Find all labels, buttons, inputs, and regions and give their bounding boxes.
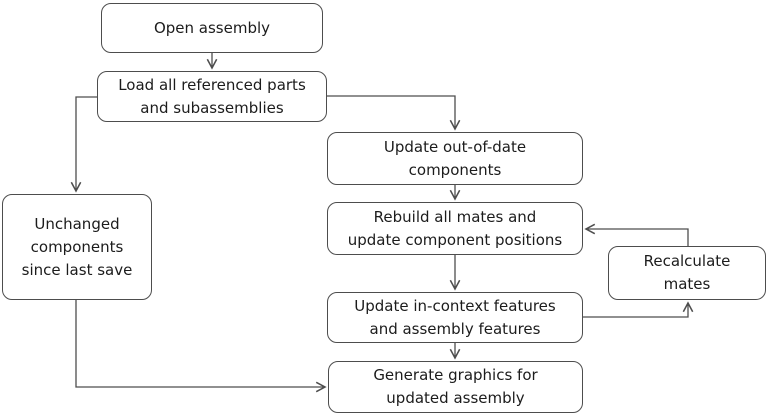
node-rebuild-all-mates: Rebuild all mates and update component p… <box>327 202 583 255</box>
node-open-assembly: Open assembly <box>101 3 323 53</box>
node-load-referenced-parts: Load all referenced parts and subassembl… <box>97 71 327 122</box>
node-update-in-context-features: Update in-context features and assembly … <box>327 292 583 343</box>
node-update-out-of-date-components: Update out-of-date components <box>327 132 583 185</box>
node-recalculate-mates: Recalculate mates <box>608 246 766 300</box>
node-unchanged-components: Unchanged components since last save <box>2 194 152 300</box>
node-generate-graphics: Generate graphics for updated assembly <box>328 361 583 413</box>
